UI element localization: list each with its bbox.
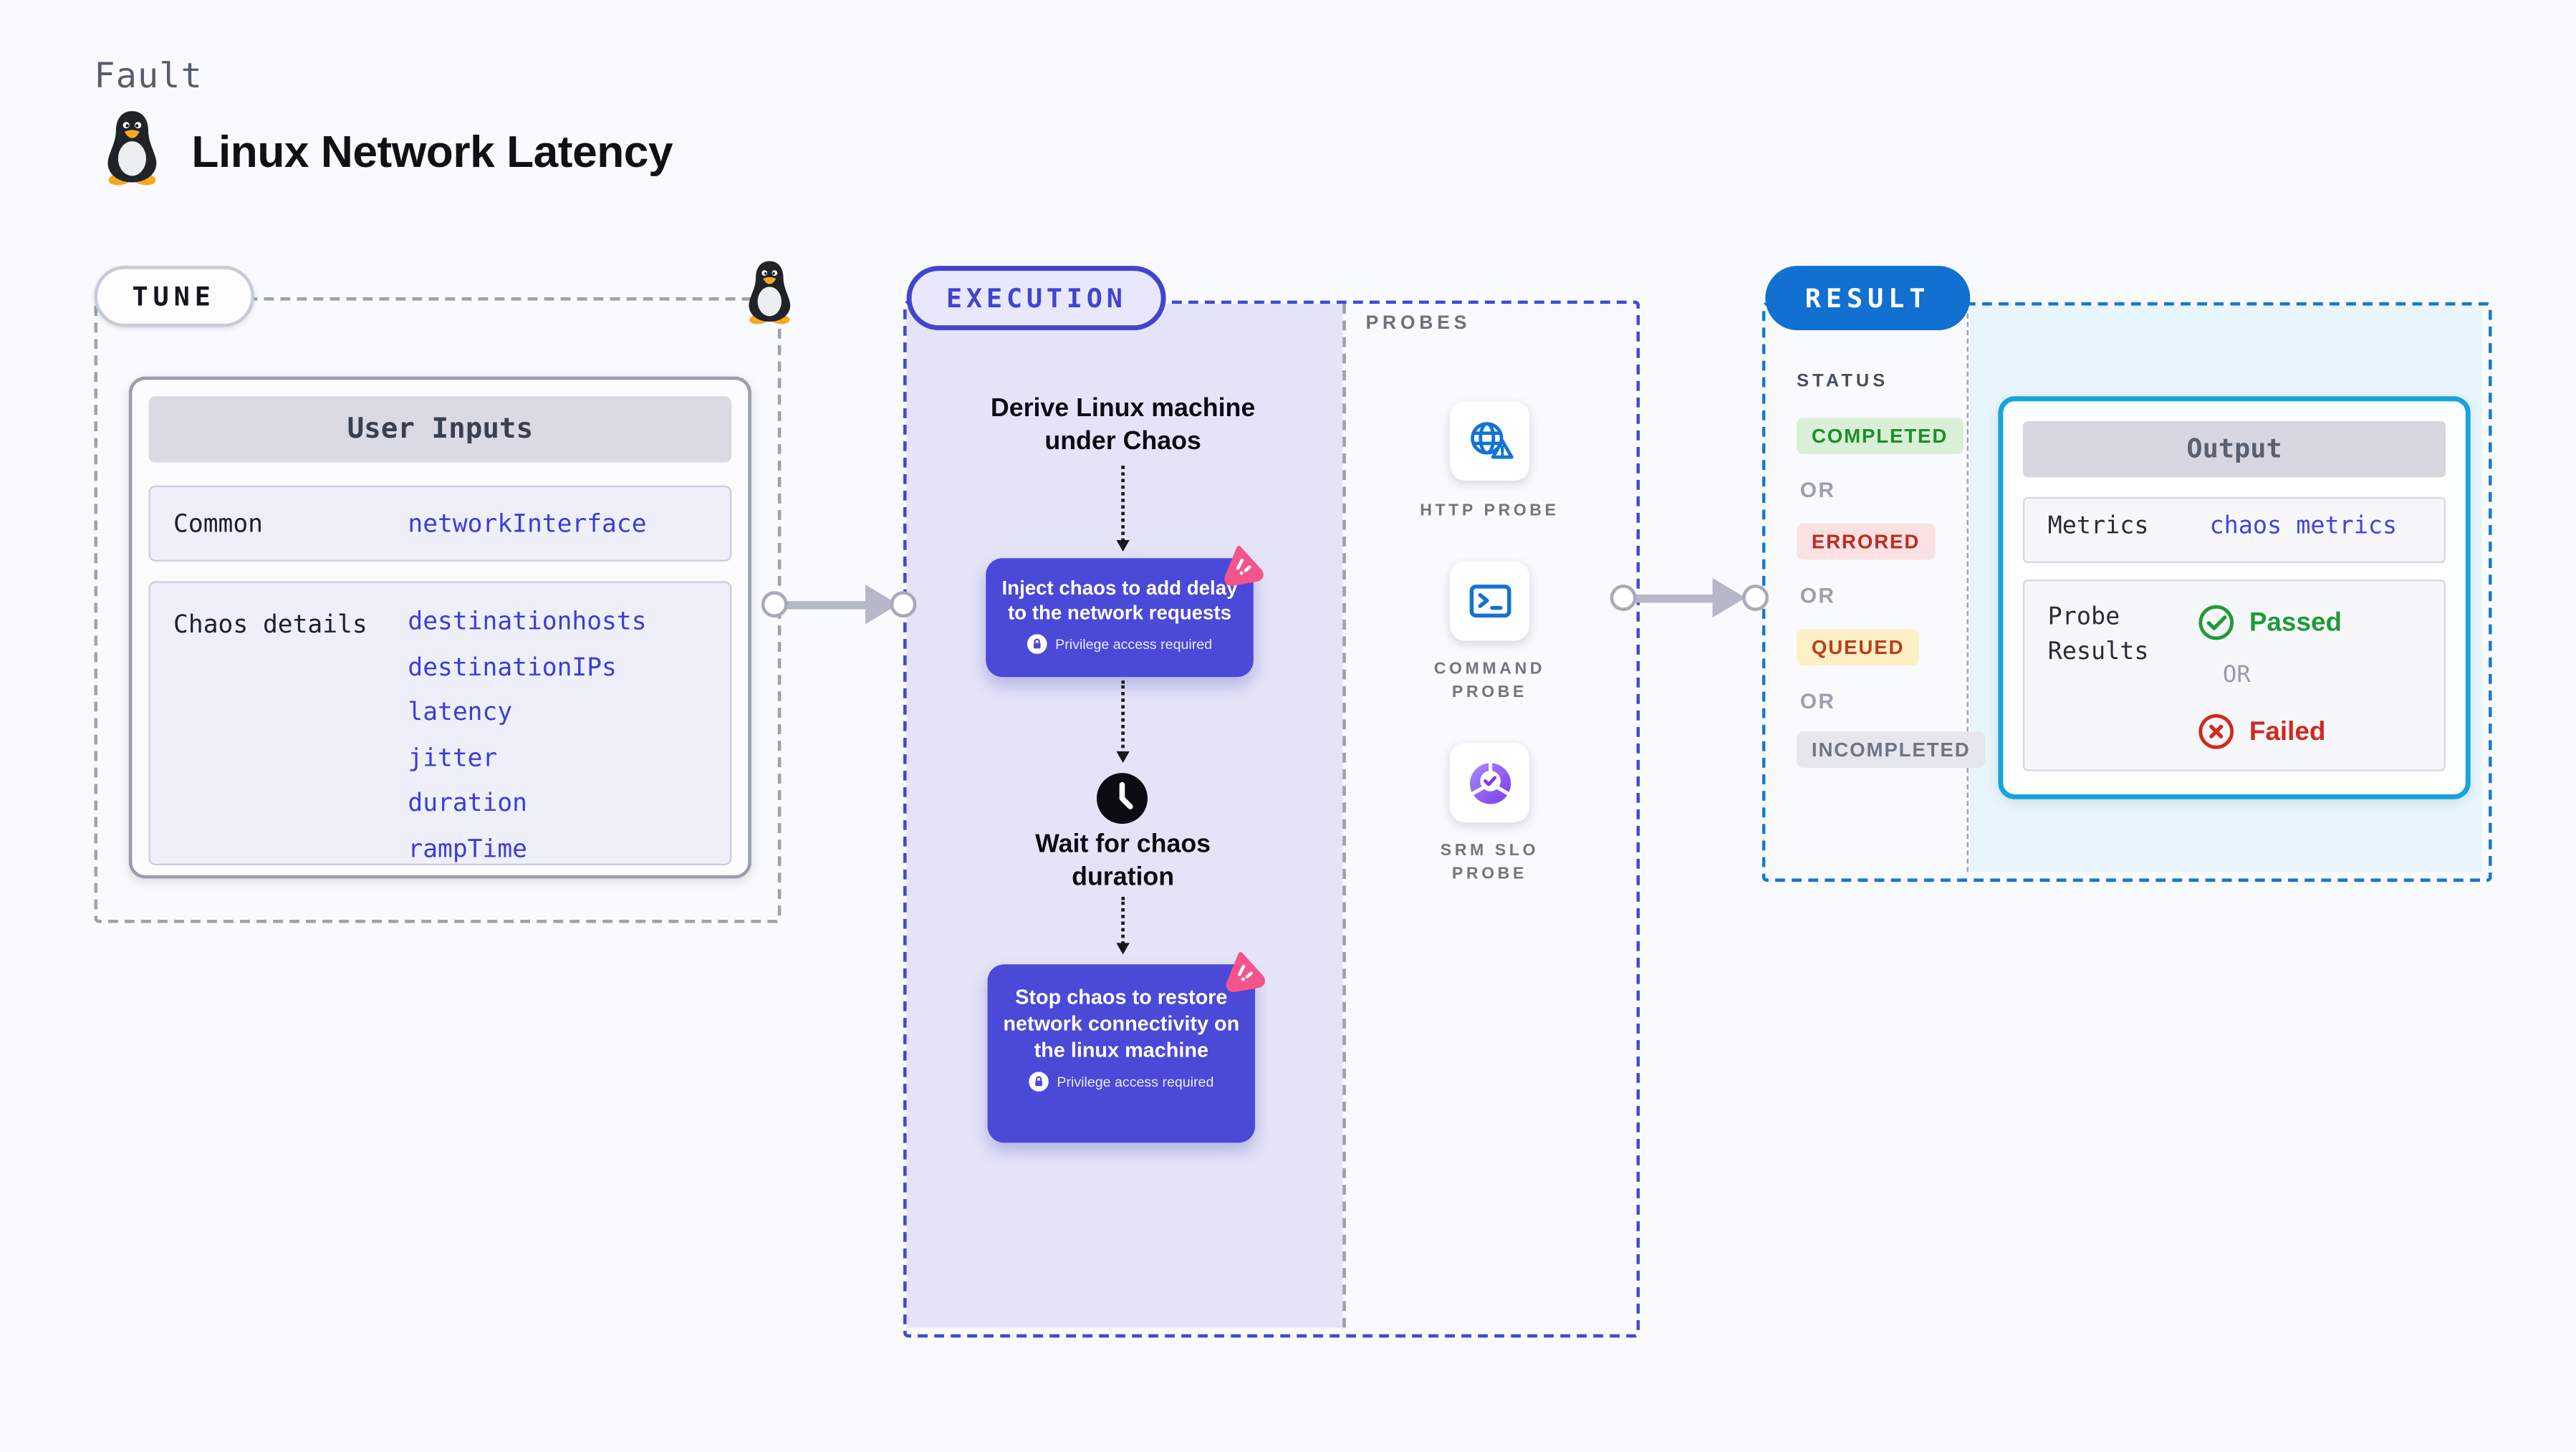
probes-column-label: PROBES <box>1365 314 1471 334</box>
status-badge-errored: ERRORED <box>1797 523 1935 560</box>
arrow-execution-to-result <box>1628 593 1718 602</box>
terminal-icon <box>1464 575 1515 626</box>
table-row-common: Common networkInterface <box>148 485 732 562</box>
metrics-value[interactable]: chaos metrics <box>2209 513 2398 540</box>
flow-connector <box>1116 680 1130 764</box>
tune-badge[interactable]: TUNE <box>94 266 254 327</box>
status-column-label: STATUS <box>1797 371 1889 392</box>
flow-connector <box>1116 896 1130 955</box>
or-separator: OR <box>1799 688 1836 713</box>
chaos-param[interactable]: rampTime <box>408 834 527 864</box>
probe-results-row: Probe Results Passed OR Failed <box>2022 580 2446 771</box>
metrics-row: Metrics chaos metrics <box>2022 496 2446 564</box>
row-value[interactable]: networkInterface <box>408 509 647 539</box>
privilege-note: Privilege access required <box>1055 635 1213 653</box>
arrow-tune-to-execution <box>779 600 870 609</box>
command-probe-label: COMMAND PROBE <box>1433 660 1545 701</box>
inject-chaos-card[interactable]: Inject chaos to add delay to the network… <box>986 558 1254 678</box>
status-badge-queued: QUEUED <box>1797 629 1920 666</box>
chaos-param[interactable]: duration <box>408 788 527 818</box>
or-separator: OR <box>2222 662 2251 689</box>
status-badge-incompleted: INCOMPLETED <box>1797 731 1986 768</box>
user-inputs-card: User Inputs Common networkInterface Chao… <box>128 376 751 879</box>
http-probe-label: HTTP PROBE <box>1420 501 1559 521</box>
srm-slo-probe-card[interactable] <box>1450 743 1529 823</box>
failed-x-icon <box>2196 712 2236 751</box>
connector-node <box>761 590 788 617</box>
status-output-divider <box>1966 305 1969 872</box>
chaos-param[interactable]: latency <box>408 697 513 727</box>
command-probe-card[interactable] <box>1450 561 1529 641</box>
result-badge[interactable]: RESULT <box>1765 266 1970 331</box>
table-row-chaos-details: Chaos details destinationhosts destinati… <box>148 581 732 865</box>
passed-label: Passed <box>2249 609 2342 638</box>
http-probe-card[interactable] <box>1450 401 1529 481</box>
slo-pie-icon <box>1464 757 1515 808</box>
or-separator: OR <box>1799 477 1836 502</box>
linux-tux-icon <box>97 109 167 186</box>
failed-label: Failed <box>2249 718 2326 746</box>
lock-icon <box>1027 634 1047 654</box>
page-title: Linux Network Latency <box>191 127 673 177</box>
chaos-icon <box>1219 946 1268 996</box>
status-badge-completed: COMPLETED <box>1797 418 1963 454</box>
chaos-param[interactable]: destinationIPs <box>408 651 617 682</box>
probe-results-label: Probe Results <box>2047 604 2149 665</box>
derive-step-label: Derive Linux machine under Chaos <box>990 394 1256 456</box>
inject-step-label: Inject chaos to add delay to the network… <box>1001 576 1238 625</box>
stop-chaos-card[interactable]: Stop chaos to restore network connectivi… <box>987 964 1256 1143</box>
wait-step-label: Wait for chaos duration <box>1035 830 1211 891</box>
privilege-note: Privilege access required <box>1057 1073 1214 1090</box>
passed-check-icon <box>2196 602 2236 642</box>
fault-kicker: Fault <box>94 56 203 96</box>
output-header: Output <box>2022 420 2446 478</box>
linux-tux-icon-small <box>740 259 799 325</box>
globe-alert-icon <box>1464 415 1515 466</box>
execution-badge[interactable]: EXECUTION <box>906 266 1167 331</box>
metrics-label: Metrics <box>2047 513 2149 540</box>
flow-connector <box>1116 466 1130 552</box>
row-label: Chaos details <box>173 609 367 640</box>
connector-node <box>890 590 917 617</box>
probes-divider <box>1342 304 1346 1328</box>
row-label: Common <box>173 509 263 539</box>
arrow-head <box>1712 577 1746 618</box>
stop-step-label: Stop chaos to restore network connectivi… <box>1003 986 1240 1062</box>
connector-node <box>1610 583 1637 610</box>
chaos-param[interactable]: jitter <box>408 742 498 773</box>
srm-slo-probe-label: SRM SLO PROBE <box>1440 842 1539 883</box>
connector-node <box>1742 583 1769 610</box>
user-inputs-header: User Inputs <box>148 396 732 463</box>
chaos-param[interactable]: destinationhosts <box>408 606 647 636</box>
lock-icon <box>1029 1072 1049 1092</box>
clock-icon <box>1095 771 1149 826</box>
chaos-icon <box>1217 540 1267 590</box>
row-values: destinationhosts destinationIPs latency … <box>408 600 646 873</box>
or-separator: OR <box>1799 582 1836 608</box>
output-card: Output Metrics chaos metrics Probe Resul… <box>1998 396 2471 799</box>
execution-section-box <box>903 300 1640 1338</box>
